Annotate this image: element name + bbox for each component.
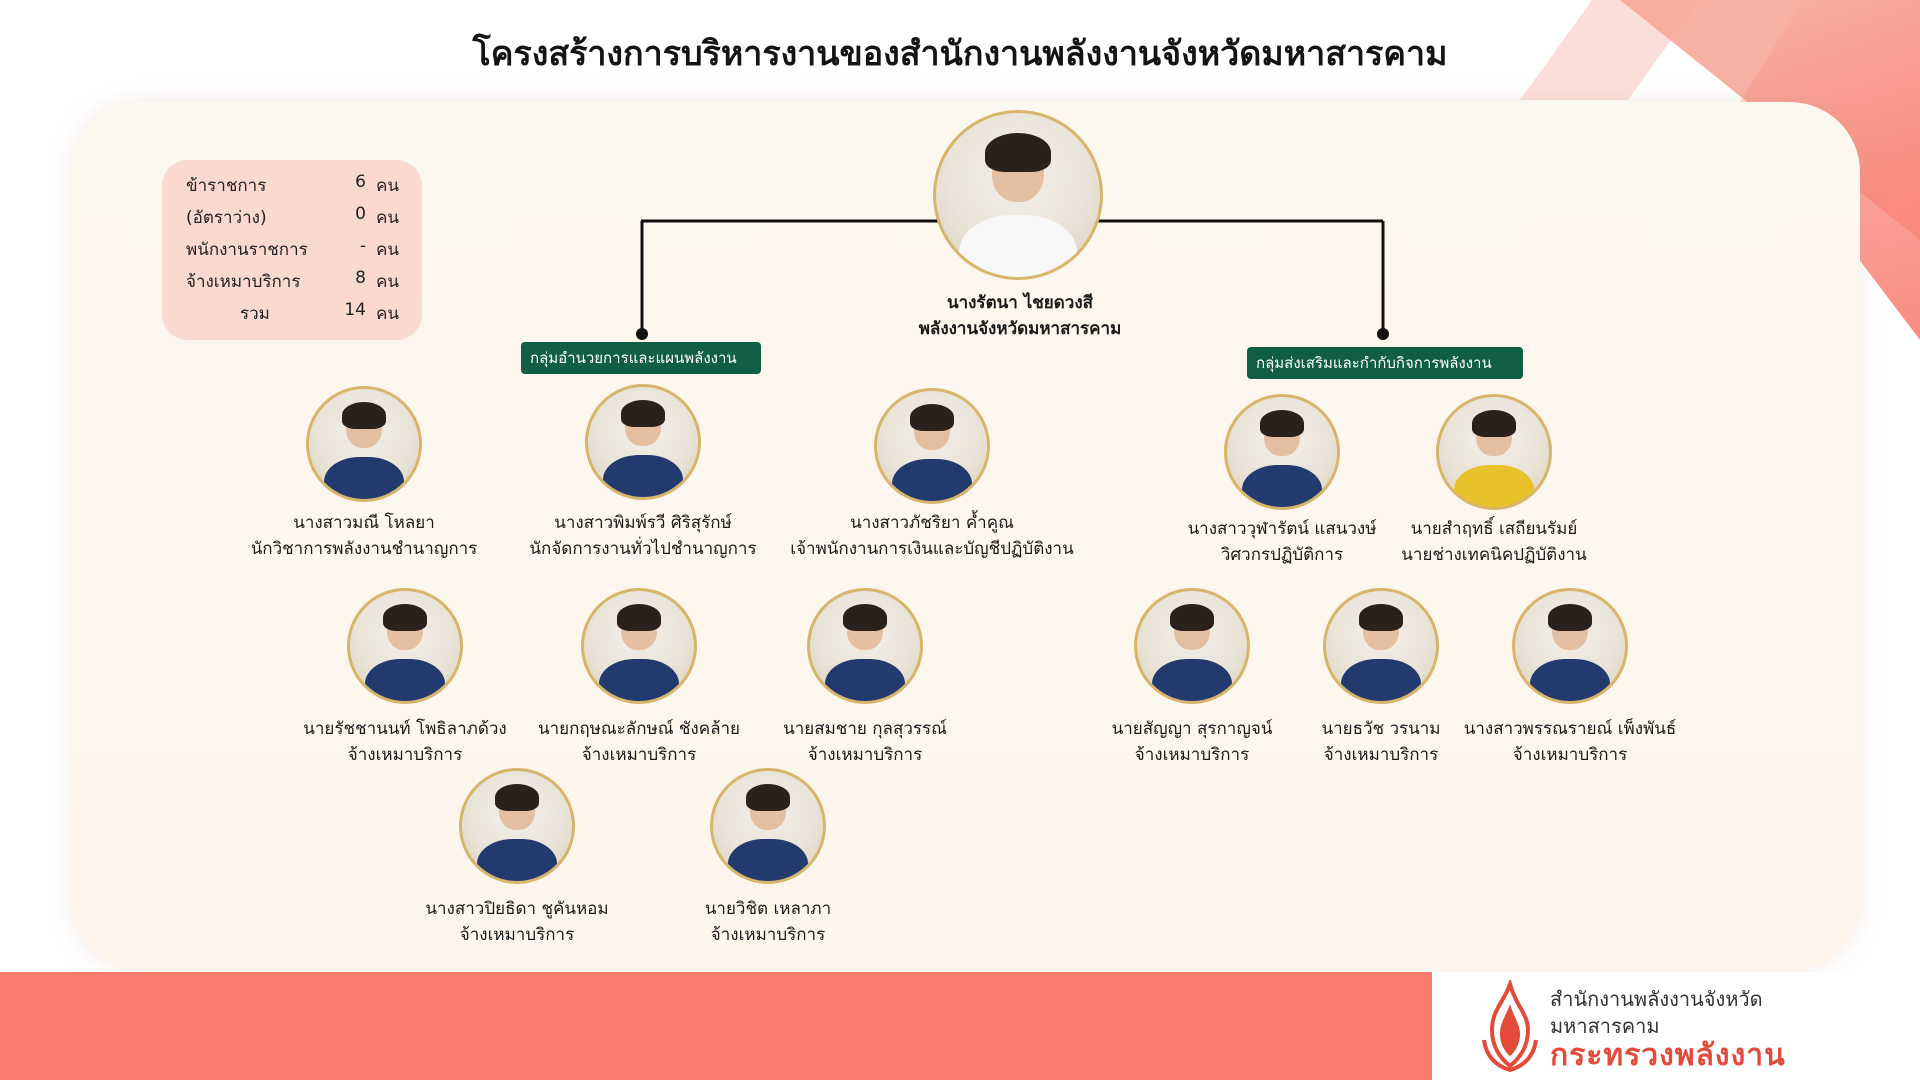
staff-name: นายวิชิต เหลาภา — [704, 899, 832, 919]
stat-value: - — [359, 236, 366, 256]
stat-unit: คน — [376, 176, 399, 196]
stat-label: จ้างเหมาบริการ — [186, 272, 301, 292]
stat-label: พนักงานราชการ — [186, 240, 308, 260]
staff-position: จ้างเหมาบริการ — [459, 925, 575, 945]
staff-name: นางสาวพรรณรายณ์ เพ็งพันธ์ — [1463, 719, 1677, 739]
staff-photo — [874, 388, 990, 504]
staff-position: นายช่างเทคนิคปฏิบัติงาน — [1401, 545, 1587, 565]
staff-position: จ้างเหมาบริการ — [347, 745, 463, 765]
staff-name: นางสาวภัชริยา ค้ำคูณ — [850, 513, 1014, 533]
staff-photo — [710, 768, 826, 884]
page-title: โครงสร้างการบริหารงานของสำนักงานพลังงานจ… — [472, 34, 1448, 74]
staff-name: นายสำฤทธิ์ เสถียนรัมย์ — [1410, 519, 1578, 539]
staff-name: นางสาวพิมพ์รวี ศิริสุรักษ์ — [554, 513, 732, 533]
staff-photo — [347, 588, 463, 704]
staff-position: นักวิชาการพลังงานชำนาญการ — [250, 539, 478, 559]
staff-name: นางสาวมณี โหลยา — [293, 513, 435, 533]
staff-photo — [581, 588, 697, 704]
stat-value: 6 — [355, 172, 366, 192]
staff-name: นายสมชาย กุลสุวรรณ์ — [783, 719, 947, 739]
staff-name: นางสาวปิยธิดา ชูคันหอม — [425, 899, 609, 919]
stat-label: ข้าราชการ — [186, 176, 267, 196]
staff-photo — [459, 768, 575, 884]
head-position: พลังงานจังหวัดมหาสารคาม — [918, 319, 1122, 339]
stat-label: (อัตราว่าง) — [186, 208, 267, 228]
stat-label: รวม — [240, 304, 270, 324]
head-name: นางรัตนา ไชยดวงสี — [946, 293, 1094, 313]
staff-photo — [807, 588, 923, 704]
group-label-administration: กลุ่มอำนวยการและแผนพลังงาน — [521, 342, 761, 374]
ministry-flame-logo-icon — [1482, 980, 1538, 1072]
connector-dot-left — [636, 328, 648, 340]
stat-unit: คน — [376, 304, 399, 324]
staff-position: จ้างเหมาบริการ — [581, 745, 697, 765]
connector-dot-right — [1377, 328, 1389, 340]
staff-position: จ้างเหมาบริการ — [1512, 745, 1628, 765]
group-label-promotion: กลุ่มส่งเสริมและกำกับกิจการพลังงาน — [1247, 347, 1523, 379]
stat-unit: คน — [376, 208, 399, 228]
stat-unit: คน — [376, 240, 399, 260]
staff-position: เจ้าพนักงานการเงินและบัญชีปฏิบัติงาน — [790, 539, 1074, 559]
footer-org-name-line2: มหาสารคาม — [1550, 1014, 1660, 1038]
staff-position: นักจัดการงานทั่วไปชำนาญการ — [529, 539, 757, 559]
staff-photo — [585, 384, 701, 500]
staff-position: จ้างเหมาบริการ — [710, 925, 826, 945]
staff-stats-box: ข้าราชการ 6 คน (อัตราว่าง) 0 คน พนักงานร… — [162, 160, 422, 340]
footer-ministry-name: กระทรวงพลังงาน — [1550, 1038, 1786, 1073]
staff-photo — [1134, 588, 1250, 704]
staff-photo — [1436, 394, 1552, 510]
staff-position: จ้างเหมาบริการ — [1134, 745, 1250, 765]
staff-position: จ้างเหมาบริการ — [807, 745, 923, 765]
staff-photo — [1323, 588, 1439, 704]
footer-bar — [0, 972, 1432, 1080]
footer-org-name-line1: สำนักงานพลังงานจังหวัด — [1550, 987, 1763, 1011]
staff-photo — [1512, 588, 1628, 704]
stat-unit: คน — [376, 272, 399, 292]
staff-name: นายรัชชานนท์ โพธิลาภด้วง — [303, 719, 507, 739]
staff-photo — [306, 386, 422, 502]
stat-value: 8 — [355, 268, 366, 288]
staff-position: จ้างเหมาบริการ — [1323, 745, 1439, 765]
staff-name: นางสาววุฬารัตน์ แสนวงษ์ — [1187, 519, 1377, 539]
staff-photo — [1224, 394, 1340, 510]
staff-name: นายธวัช วรนาม — [1321, 719, 1441, 739]
head-photo — [933, 110, 1103, 280]
staff-name: นายสัญญา สุรกาญจน์ — [1111, 719, 1273, 739]
staff-position: วิศวกรปฏิบัติการ — [1220, 545, 1344, 565]
stat-value: 14 — [344, 300, 366, 320]
staff-name: นายกฤษณะลักษณ์ ชังคล้าย — [537, 719, 741, 739]
stat-value: 0 — [355, 204, 366, 224]
